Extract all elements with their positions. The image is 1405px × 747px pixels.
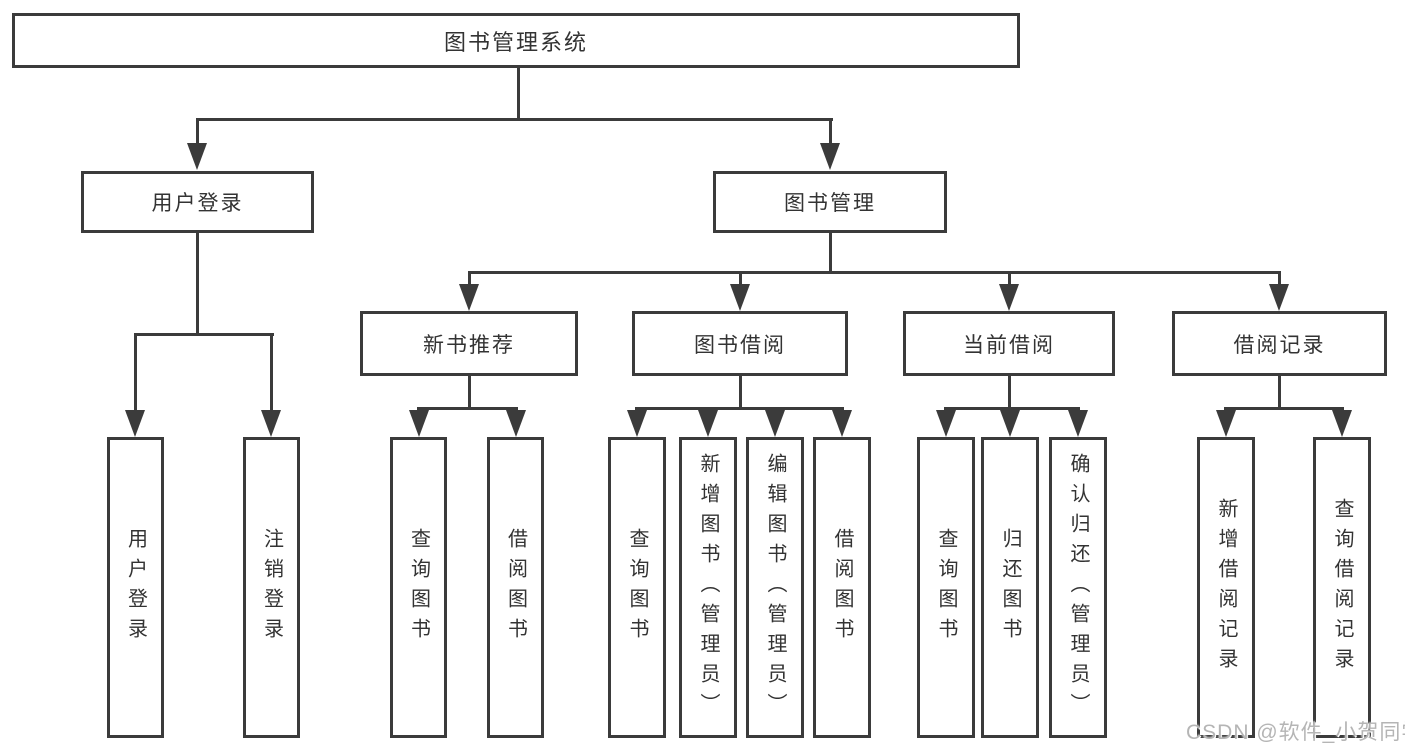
leaf-return-books: 归还图书 bbox=[981, 437, 1039, 738]
node-label: 查询借阅记录 bbox=[1331, 497, 1353, 678]
node-label: 图书管理系统 bbox=[443, 29, 588, 55]
node-label: 查询图书 bbox=[626, 527, 648, 648]
arrow-down-icon bbox=[936, 410, 956, 437]
arrow-down-icon bbox=[730, 284, 750, 311]
connector-line bbox=[134, 335, 137, 411]
connector-line bbox=[829, 120, 832, 145]
leaf-add-book-admin: 新增图书（管理员） bbox=[679, 437, 737, 738]
arrow-down-icon bbox=[1332, 410, 1352, 437]
connector-line bbox=[739, 273, 742, 285]
node-library-system: 图书管理系统 bbox=[12, 13, 1020, 68]
arrow-down-icon bbox=[820, 143, 840, 170]
arrow-down-icon bbox=[506, 410, 526, 437]
connector-line bbox=[134, 333, 274, 336]
node-label: 用户登录 bbox=[124, 527, 147, 648]
leaf-query-books-recommend: 查询图书 bbox=[390, 437, 447, 738]
leaf-query-borrow-record: 查询借阅记录 bbox=[1313, 437, 1371, 738]
connector-line bbox=[635, 407, 844, 410]
node-label: 借阅图书 bbox=[831, 527, 853, 648]
node-label: 新书推荐 bbox=[423, 333, 515, 357]
leaf-borrow-books: 借阅图书 bbox=[813, 437, 871, 738]
connector-line bbox=[196, 120, 199, 145]
node-label: 图书管理 bbox=[784, 192, 876, 215]
connector-line bbox=[468, 273, 471, 285]
arrow-down-icon bbox=[1269, 284, 1289, 311]
connector-line bbox=[829, 233, 832, 273]
arrow-down-icon bbox=[125, 410, 145, 437]
connector-line bbox=[1008, 273, 1011, 285]
arrow-down-icon bbox=[765, 410, 785, 437]
connector-line bbox=[196, 233, 199, 336]
connector-line bbox=[1224, 407, 1344, 410]
node-label: 新增借阅记录 bbox=[1215, 497, 1237, 678]
node-label: 查询图书 bbox=[935, 527, 957, 648]
node-book-management: 图书管理 bbox=[713, 171, 947, 233]
node-label: 查询图书 bbox=[407, 527, 430, 648]
arrow-down-icon bbox=[459, 284, 479, 311]
arrow-down-icon bbox=[1000, 410, 1020, 437]
leaf-borrow-books-recommend: 借阅图书 bbox=[487, 437, 544, 738]
node-borrow-records: 借阅记录 bbox=[1172, 311, 1387, 376]
watermark: CSDN @软件_小贺同学 bbox=[1186, 721, 1405, 744]
leaf-query-books-borrow: 查询图书 bbox=[608, 437, 666, 738]
arrow-down-icon bbox=[698, 410, 718, 437]
node-user-login: 用户登录 bbox=[81, 171, 314, 233]
arrow-down-icon bbox=[627, 410, 647, 437]
connector-line bbox=[196, 118, 833, 121]
arrow-down-icon bbox=[409, 410, 429, 437]
node-label: 新增图书（管理员） bbox=[697, 452, 719, 723]
node-label: 归还图书 bbox=[999, 527, 1021, 648]
connector-line bbox=[1008, 376, 1011, 409]
node-label: 注销登录 bbox=[260, 527, 283, 648]
leaf-edit-book-admin: 编辑图书（管理员） bbox=[746, 437, 804, 738]
leaf-confirm-return-admin: 确认归还（管理员） bbox=[1049, 437, 1107, 738]
connector-line bbox=[517, 68, 520, 121]
connector-line bbox=[468, 376, 471, 409]
connector-line bbox=[1278, 273, 1281, 285]
node-label: 用户登录 bbox=[151, 192, 244, 215]
arrow-down-icon bbox=[187, 143, 207, 170]
node-label: 借阅图书 bbox=[504, 527, 527, 648]
connector-line bbox=[270, 335, 273, 411]
node-label: 借阅记录 bbox=[1233, 333, 1326, 357]
arrow-down-icon bbox=[832, 410, 852, 437]
node-label: 当前借阅 bbox=[963, 333, 1055, 357]
connector-line bbox=[468, 271, 1281, 274]
leaf-user-login: 用户登录 bbox=[107, 437, 164, 738]
node-current-borrow: 当前借阅 bbox=[903, 311, 1115, 376]
leaf-query-books-current: 查询图书 bbox=[917, 437, 975, 738]
arrow-down-icon bbox=[1216, 410, 1236, 437]
node-label: 图书借阅 bbox=[694, 333, 786, 357]
leaf-add-borrow-record: 新增借阅记录 bbox=[1197, 437, 1255, 738]
node-label: 确认归还（管理员） bbox=[1067, 452, 1089, 723]
connector-line bbox=[1278, 376, 1281, 409]
connector-line bbox=[417, 407, 518, 410]
node-book-borrow: 图书借阅 bbox=[632, 311, 848, 376]
arrow-down-icon bbox=[999, 284, 1019, 311]
arrow-down-icon bbox=[1068, 410, 1088, 437]
connector-line bbox=[739, 376, 742, 409]
connector-line bbox=[944, 407, 1080, 410]
arrow-down-icon bbox=[261, 410, 281, 437]
node-label: 编辑图书（管理员） bbox=[764, 452, 786, 723]
leaf-logout: 注销登录 bbox=[243, 437, 300, 738]
node-new-book-recommend: 新书推荐 bbox=[360, 311, 578, 376]
